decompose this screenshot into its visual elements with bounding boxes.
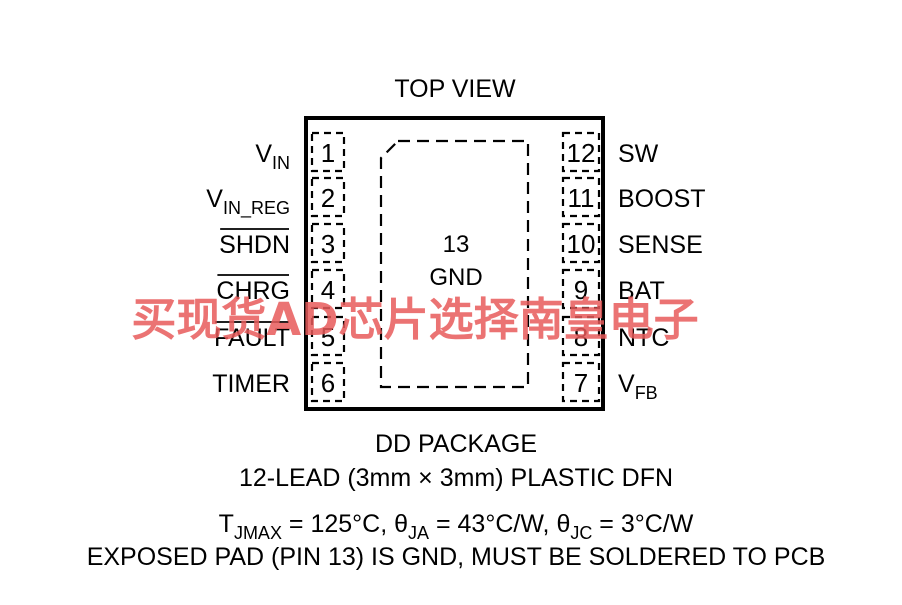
- pin-subscript: FB: [635, 383, 658, 403]
- pin-pad: [561, 131, 601, 173]
- pin-name: SW: [618, 140, 659, 168]
- package-body: [304, 116, 605, 411]
- pin-label: FAULT: [214, 324, 290, 352]
- pin-number: 12: [567, 138, 596, 168]
- pin-label: TIMER: [212, 370, 290, 398]
- pin-name: TIMER: [212, 370, 290, 398]
- pin-number: 1: [321, 138, 335, 168]
- pin-label: SW: [618, 140, 659, 168]
- pin-label: VFB: [618, 370, 658, 403]
- pin-number: 9: [574, 275, 588, 305]
- exposed-pad-number: 13: [443, 231, 470, 258]
- pin-label: VIN_REG: [206, 185, 290, 219]
- pin-number: 2: [321, 183, 335, 213]
- pin-pad: [561, 315, 601, 357]
- pin-pad: [561, 176, 601, 218]
- pin-number: 8: [574, 322, 588, 352]
- pin-number: 10: [567, 229, 596, 259]
- pin-name: BOOST: [618, 185, 706, 213]
- pin-name: NTC: [618, 324, 669, 352]
- pin-pad: [561, 222, 601, 264]
- pin-label: CHRG: [216, 277, 290, 305]
- watermark-text: 买现货AD芯片选择南皇电子: [131, 293, 698, 346]
- pin-pad: [310, 268, 346, 310]
- package-name: DD PACKAGE: [375, 430, 537, 458]
- pin-label: BAT: [618, 277, 665, 305]
- pin-label: BOOST: [618, 185, 706, 213]
- pin-name: FAULT: [214, 324, 290, 352]
- pin-label: NTC: [618, 324, 669, 352]
- pin-number: 3: [321, 229, 335, 259]
- package-description: 12-LEAD (3mm × 3mm) PLASTIC DFN: [239, 464, 673, 492]
- pin-pad: [310, 131, 346, 173]
- pin-label: SHDN: [219, 231, 290, 259]
- pin-subscript: IN: [272, 153, 290, 173]
- pin-pad: [561, 361, 601, 403]
- pin-number: 5: [321, 322, 335, 352]
- pin-label: SENSE: [618, 231, 703, 259]
- right-pin-group: 12 SW 11 BOOST 10 SENSE 9 BAT 8 NTC 7 VFB: [561, 131, 706, 403]
- pin-number: 4: [321, 275, 335, 305]
- exposed-pad-note: EXPOSED PAD (PIN 13) IS GND, MUST BE SOL…: [87, 543, 826, 571]
- pin-subscript: IN_REG: [223, 198, 290, 219]
- pin-number: 7: [574, 368, 588, 398]
- pin-pad: [310, 222, 346, 264]
- diagram-title: TOP VIEW: [394, 75, 516, 103]
- pin-number: 6: [321, 368, 335, 398]
- pin-name: V: [206, 185, 223, 213]
- pin-pad: [310, 361, 346, 403]
- pin-name: SHDN: [219, 231, 290, 259]
- pin-number: 11: [568, 183, 595, 213]
- pin-label: VIN: [255, 140, 290, 173]
- pin-name: V: [618, 370, 635, 398]
- pin-name: V: [255, 140, 272, 168]
- pin-name: CHRG: [216, 277, 290, 305]
- pin-pad: [561, 268, 601, 310]
- pin-name: SENSE: [618, 231, 703, 259]
- exposed-pad-name: GND: [429, 264, 482, 291]
- pin-pad: [310, 315, 346, 357]
- pin-name: BAT: [618, 277, 665, 305]
- pin-pad: [310, 176, 346, 218]
- thermal-specs: TJMAX = 125°C, θJA = 43°C/W, θJC = 3°C/W: [219, 510, 694, 543]
